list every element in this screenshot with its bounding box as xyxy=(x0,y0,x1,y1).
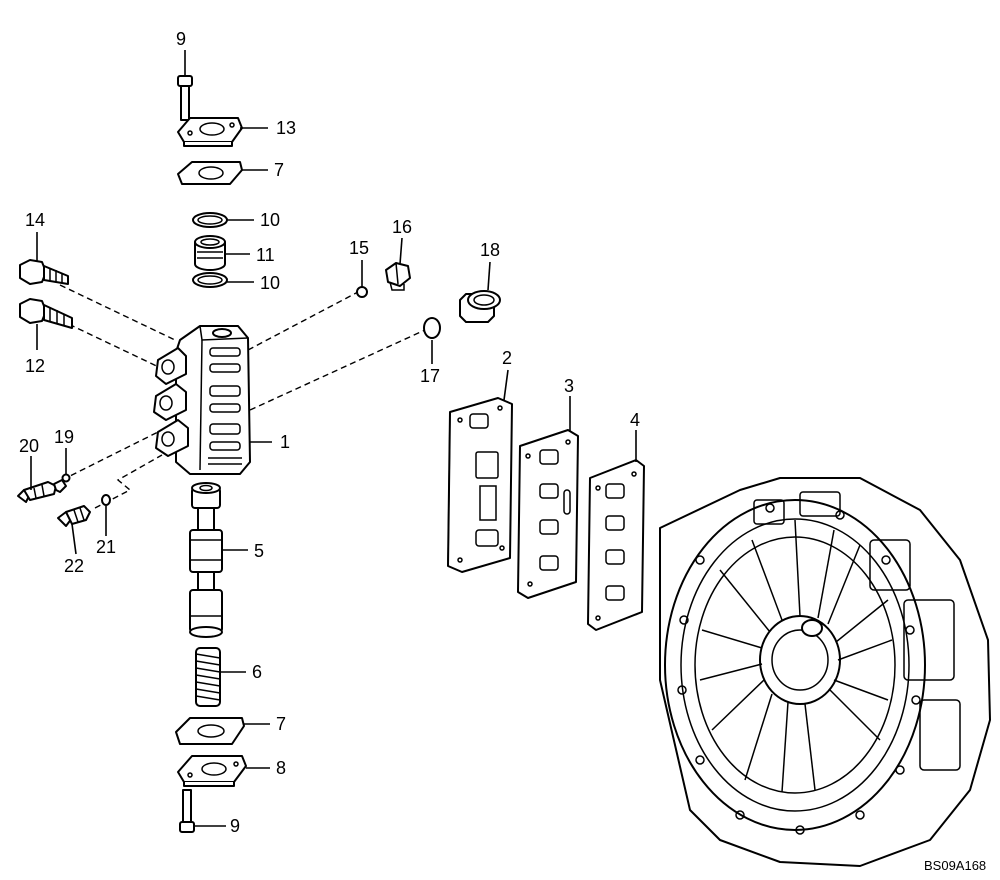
o-ring-10-upper xyxy=(192,212,228,228)
callout-5: 5 xyxy=(254,541,264,561)
callout-4: 4 xyxy=(630,410,640,430)
plate-8 xyxy=(177,755,247,787)
callout-19: 19 xyxy=(54,427,74,447)
transmission-housing xyxy=(659,477,991,867)
plate-2 xyxy=(447,397,513,573)
callout-17: 17 xyxy=(420,366,440,386)
spring-6 xyxy=(195,647,221,707)
callouts: 9 13 7 10 11 10 14 12 15 16 18 17 1 2 3 … xyxy=(19,29,640,836)
callout-3: 3 xyxy=(564,376,574,396)
leader-lines xyxy=(30,50,637,827)
spool-5 xyxy=(189,482,223,638)
seal-11 xyxy=(194,235,226,271)
housing-bolt-holes xyxy=(677,503,921,835)
plug-16 xyxy=(385,262,411,291)
housing-pockets xyxy=(753,491,961,771)
callout-9-top: 9 xyxy=(176,29,186,49)
callout-9-bottom: 9 xyxy=(230,816,240,836)
callout-10-upper: 10 xyxy=(260,210,280,230)
bolt-bottom xyxy=(179,789,195,833)
housing-ribs xyxy=(699,519,893,793)
callout-14: 14 xyxy=(25,210,45,230)
assembly-lines xyxy=(59,284,426,509)
callout-20: 20 xyxy=(19,436,39,456)
callout-10-lower: 10 xyxy=(260,273,280,293)
callout-1: 1 xyxy=(280,432,290,452)
callout-7-top: 7 xyxy=(274,160,284,180)
bolt-12 xyxy=(19,298,73,329)
callout-21: 21 xyxy=(96,537,116,557)
callout-8: 8 xyxy=(276,758,286,778)
callout-22: 22 xyxy=(64,556,84,576)
callout-7-bottom: 7 xyxy=(276,714,286,734)
plate-3 xyxy=(517,429,579,599)
gasket-7-bottom xyxy=(175,717,245,745)
plate-4 xyxy=(587,459,645,631)
callout-15: 15 xyxy=(349,238,369,258)
cover-plate-13 xyxy=(177,117,243,147)
callout-12: 12 xyxy=(25,356,45,376)
bolt-top xyxy=(177,75,193,121)
callout-18: 18 xyxy=(480,240,500,260)
o-ring-10-lower xyxy=(192,272,228,288)
drawing-code: BS09A168 xyxy=(924,858,986,873)
valve-body-1 xyxy=(153,325,251,475)
sensor-20 xyxy=(17,479,67,503)
fitting-22 xyxy=(57,505,91,527)
o-ring-17 xyxy=(423,317,441,339)
callout-16: 16 xyxy=(392,217,412,237)
callout-11: 11 xyxy=(256,245,275,265)
ring-19 xyxy=(61,473,71,483)
callout-2: 2 xyxy=(502,348,512,368)
gasket-7-top xyxy=(177,161,243,185)
plug-18 xyxy=(459,290,501,323)
plug-15 xyxy=(356,286,368,298)
callout-13: 13 xyxy=(276,118,296,138)
bolt-14 xyxy=(19,259,69,285)
ring-21 xyxy=(101,494,111,506)
callout-6: 6 xyxy=(252,662,262,682)
